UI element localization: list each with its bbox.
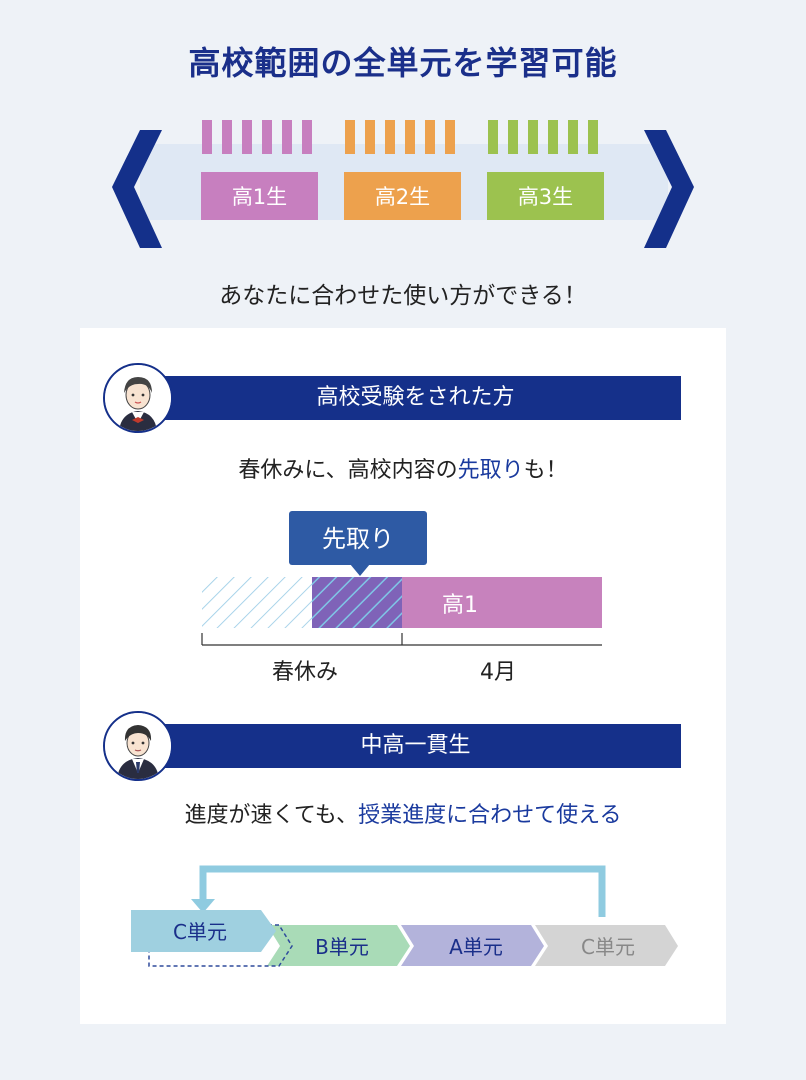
section1-lead-highlight: 先取り [457,458,524,483]
tooltip-label: 先取り [322,525,394,553]
unit-label-2: B単元 [315,935,369,959]
student-girl-icon [105,365,171,431]
tooltip-pointer [350,564,370,576]
section1-lead: 春休みに、高校内容の先取りも！ [80,452,726,484]
section1-lead-end: も！ [523,458,568,483]
student-boy-icon [105,713,171,779]
section2-heading: 中高一貫生 [150,724,681,768]
section2-lead-text: 進度が速くても、 [184,803,359,828]
spring-break-hatch [202,577,312,628]
usage-card [80,328,726,1024]
grade3-stripes [488,120,598,154]
preview-overlap [312,577,402,628]
grade1-label: 高1生 [232,185,287,209]
label-spring-break: 春休み [272,660,338,685]
grade2-stripes [345,120,455,154]
preview-tooltip [289,511,427,565]
unit-chevron-4 [535,925,678,966]
unit-chevron-2 [267,925,410,966]
unit-flow-diagram: C単元 B単元 A単元 C単元 [131,865,678,967]
grade-band: 高1生 高2生 高3生 [112,120,694,248]
grade1-box [201,172,318,220]
unit-label-1: C単元 [173,920,227,944]
grade1-bar-label: 高1 [442,593,478,618]
section2-lead-highlight: 授業進度に合わせて使える [358,803,622,828]
unit-label-4: C単元 [581,935,635,959]
unit-chevron-3 [401,925,544,966]
unit-label-3: A単元 [449,935,503,959]
grade3-label: 高3生 [518,185,573,209]
section2-lead: 進度が速くても、授業進度に合わせて使える [80,797,726,829]
grade2-label: 高2生 [375,185,430,209]
return-arrowhead [191,899,215,913]
page-title: 高校範囲の全単元を学習可能 [188,44,618,82]
label-april: 4月 [480,660,516,685]
section1-lead-text: 春休みに、高校内容の [238,458,458,483]
unit-chevron-1 [131,910,276,952]
grade3-box [487,172,604,220]
student-avatar-1 [103,363,173,433]
return-arrow [199,865,606,917]
student-avatar-2 [103,711,173,781]
preview-diagram: 先取り 高1 春休み 4月 [201,511,602,685]
chevron-left-icon [112,130,162,248]
grade1-stripes [202,120,312,154]
grade2-box [344,172,461,220]
subtitle: あなたに合わせた使い方ができる！ [219,283,587,309]
section1-heading: 高校受験をされた方 [150,376,681,420]
chevron-right-icon [644,130,694,248]
